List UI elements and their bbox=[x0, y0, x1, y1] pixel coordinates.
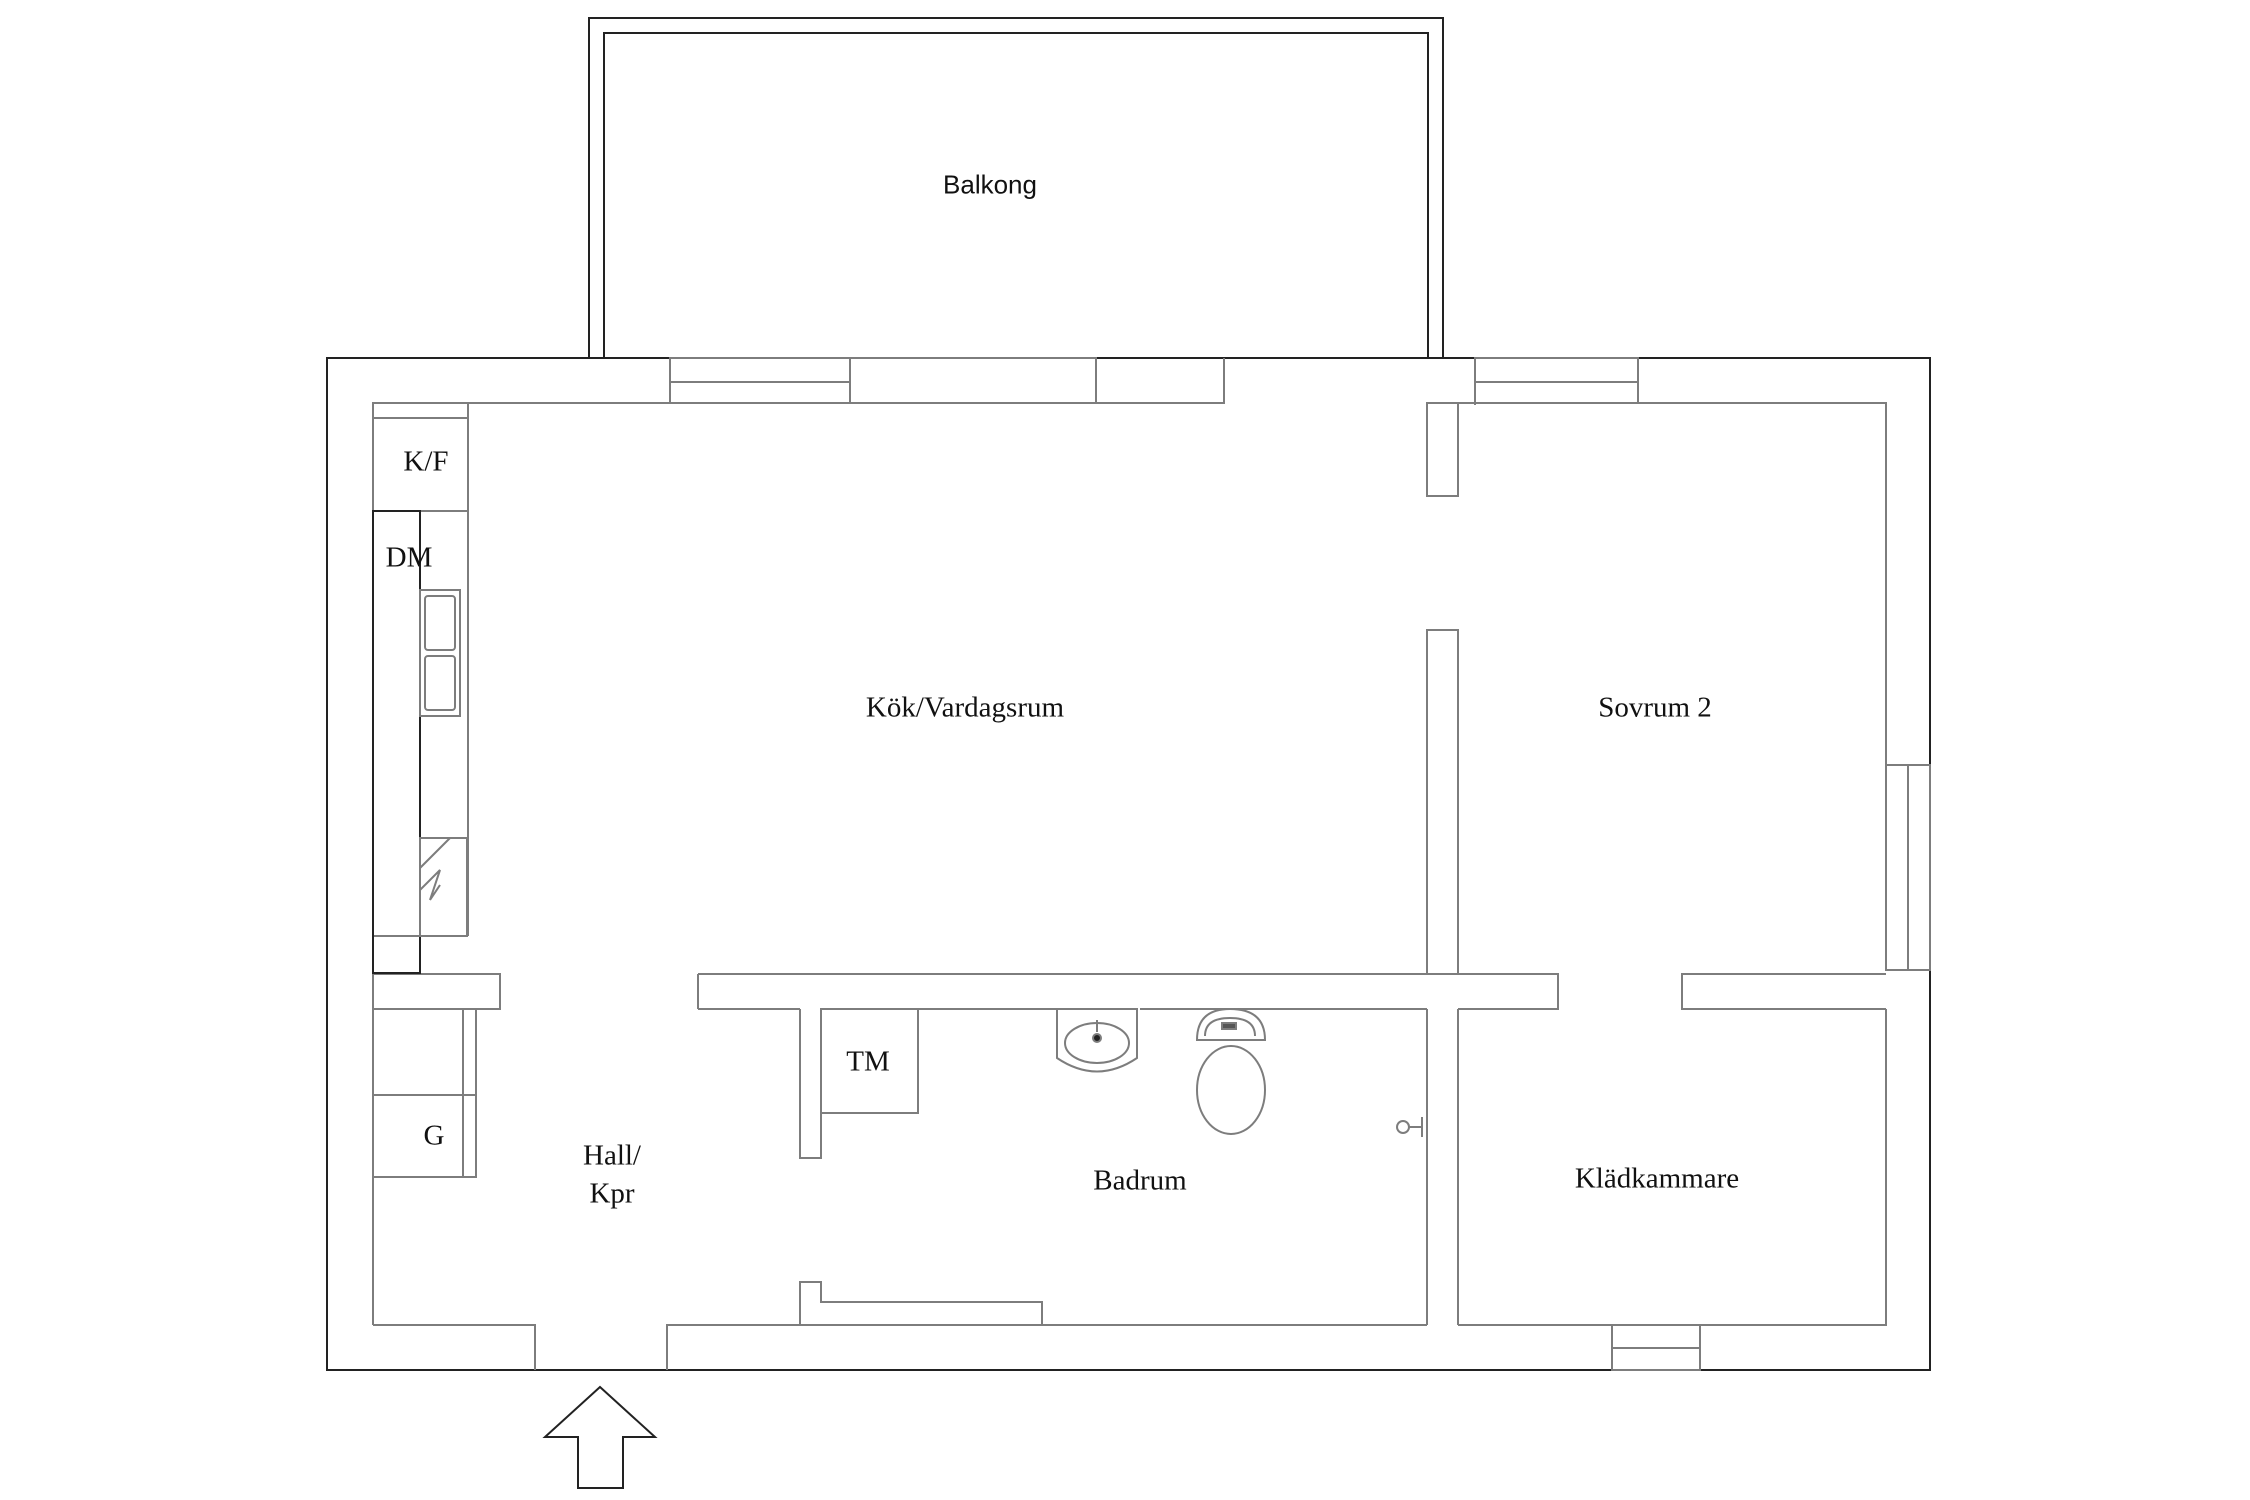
stove-icon bbox=[419, 837, 468, 937]
room-label-hall-line1: Hall/ bbox=[583, 1139, 641, 1172]
window-right bbox=[1885, 764, 1931, 971]
window-top-left bbox=[669, 357, 1097, 404]
window-bottom bbox=[1611, 1324, 1701, 1371]
fixture-label-g: G bbox=[423, 1119, 445, 1152]
fixture-label-tm: TM bbox=[846, 1045, 890, 1078]
room-label-sovrum: Sovrum 2 bbox=[1598, 691, 1712, 724]
toilet-icon bbox=[1195, 1007, 1267, 1135]
washer-box bbox=[820, 1008, 919, 1114]
fixture-label-kf: K/F bbox=[403, 445, 449, 478]
sink-icon bbox=[1056, 1008, 1138, 1073]
window-top-right bbox=[1474, 357, 1639, 404]
entrance-arrow-icon bbox=[542, 1385, 658, 1489]
balcony bbox=[588, 17, 1444, 358]
room-label-badrum: Badrum bbox=[1093, 1164, 1187, 1197]
horizontal-partition bbox=[373, 973, 1886, 1010]
room-label-kok-vardagsrum: Kök/Vardagsrum bbox=[865, 691, 1065, 724]
outer-wall bbox=[326, 357, 1931, 1371]
double-sink-icon bbox=[419, 589, 461, 717]
fixture-label-dm: DM bbox=[385, 541, 433, 574]
hall-storage bbox=[372, 1008, 477, 1178]
room-label-hall-line2: Kpr bbox=[589, 1177, 635, 1210]
room-label-balkong: Balkong bbox=[943, 169, 1037, 200]
partition-living-bedroom bbox=[1426, 402, 1459, 975]
valve-icon bbox=[1396, 1117, 1423, 1137]
room-label-kladkammare: Klädkammare bbox=[1574, 1162, 1740, 1195]
